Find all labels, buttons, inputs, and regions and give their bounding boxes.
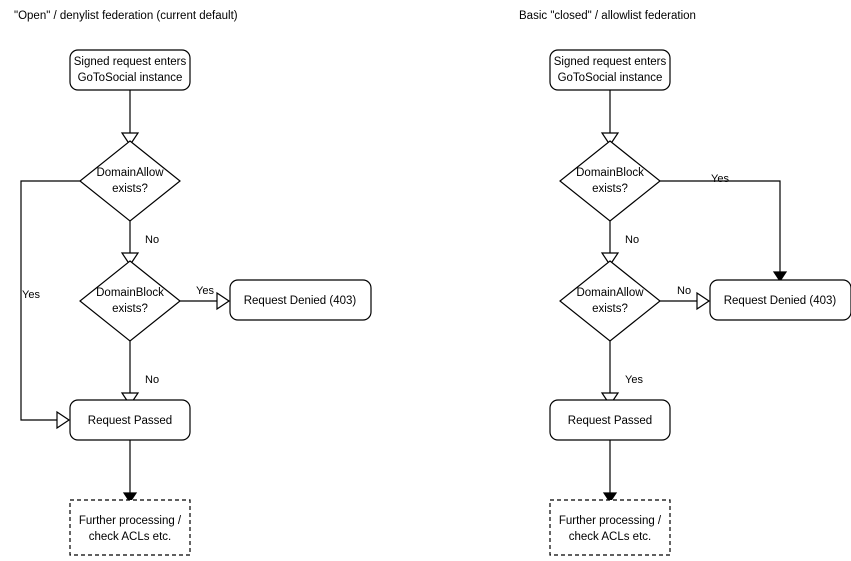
request-passed-label: Request Passed [88,415,172,427]
diagram-title-open-denylist: "Open" / denylist federation (current de… [14,10,238,22]
domainallow-label-line2: exists? [592,303,628,315]
edge-domainblock-yes-to-denied-right: Yes [660,173,788,283]
node-request-passed-left: Request Passed [69,399,191,441]
diagram-open-denylist: "Open" / denylist federation (current de… [14,10,372,556]
node-entry-right: Signed request enters GoToSocial instanc… [549,49,671,91]
edge-passed-to-further-left [122,440,138,504]
node-entry-left: Signed request enters GoToSocial instanc… [69,49,191,91]
further-processing-line1: Further processing / [79,515,182,527]
arrowhead-open-icon [600,392,620,407]
edge-label-domainblock-yes: Yes [711,173,729,185]
edge-label-domainallow-yes: Yes [625,374,643,386]
entry-box-line2: GoToSocial instance [78,72,183,84]
domainblock-label-line2: exists? [112,303,148,315]
edge-domainblock-no-to-passed: No [120,341,159,407]
node-further-processing-right: Further processing / check ACLs etc. [549,499,671,556]
further-processing-line2: check ACLs etc. [89,531,171,543]
arrowhead-open-icon [600,132,620,147]
node-request-denied-left: Request Denied (403) [229,279,372,321]
request-denied-box-shape [229,279,372,321]
arrowhead-open-icon [696,291,711,311]
arrowhead-filled-icon [602,492,618,504]
domainblock-diamond-shape [559,140,661,222]
diagram-title-closed-allowlist: Basic "closed" / allowlist federation [519,10,696,22]
edge-domainallow-yes-to-passed: Yes [20,180,80,430]
further-processing-line1: Further processing / [559,515,662,527]
further-processing-line2: check ACLs etc. [569,531,651,543]
domainblock-label-line1: DomainBlock [576,167,644,179]
domainallow-diamond-shape [79,140,181,222]
domainallow-label-line1: DomainAllow [96,167,164,179]
request-denied-box-shape [709,279,851,321]
node-decision-domainallow-left: DomainAllow exists? [79,140,181,222]
arrowhead-open-icon [56,410,71,430]
node-request-passed-right: Request Passed [549,399,671,441]
arrowhead-open-icon [120,252,140,267]
edge-domainallow-yes-to-passed-right: Yes [600,341,643,407]
arrowhead-open-icon [216,291,231,311]
entry-box-line2: GoToSocial instance [558,72,663,84]
edge-label-domainblock-yes: Yes [196,285,214,297]
edge-domainblock-yes-to-denied: Yes [180,285,231,311]
domainallow-label-line1: DomainAllow [576,287,644,299]
domainblock-label-line2: exists? [592,183,628,195]
arrowhead-filled-icon [772,271,788,283]
edge-label-domainallow-no: No [677,285,691,297]
node-further-processing-left: Further processing / check ACLs etc. [69,499,191,556]
arrowhead-open-icon [600,252,620,267]
entry-box-line1: Signed request enters [554,56,667,68]
edge-domainblock-no-to-domainallow: No [600,221,639,267]
arrowhead-filled-icon [122,492,138,504]
edge-domainallow-no-to-denied: No [660,285,711,311]
diagram-closed-allowlist: Basic "closed" / allowlist federation Si… [519,10,851,556]
edge-label-domainallow-yes: Yes [22,289,40,301]
edge-entry-to-domainallow [120,90,140,147]
node-request-denied-right: Request Denied (403) [709,279,851,321]
domainblock-label-line1: DomainBlock [96,287,164,299]
arrowhead-open-icon [120,392,140,407]
node-decision-domainblock-left: DomainBlock exists? [79,260,181,342]
node-decision-domainallow-right: DomainAllow exists? [559,260,661,342]
domainallow-diamond-shape [559,260,661,342]
edge-label-domainblock-no: No [145,374,159,386]
further-processing-box-shape [549,499,671,556]
request-denied-label: Request Denied (403) [724,295,837,307]
further-processing-box-shape [69,499,191,556]
request-denied-label: Request Denied (403) [244,295,357,307]
edge-label-domainallow-no: No [145,234,159,246]
request-passed-label: Request Passed [568,415,652,427]
arrowhead-open-icon [120,132,140,147]
edge-domainallow-no-to-domainblock: No [120,221,159,267]
edge-passed-to-further-right [602,440,618,504]
domainblock-diamond-shape [79,260,181,342]
edge-entry-to-domainblock [600,90,620,147]
edge-label-domainblock-no: No [625,234,639,246]
entry-box-line1: Signed request enters [74,56,187,68]
domainallow-label-line2: exists? [112,183,148,195]
node-decision-domainblock-right: DomainBlock exists? [559,140,661,222]
